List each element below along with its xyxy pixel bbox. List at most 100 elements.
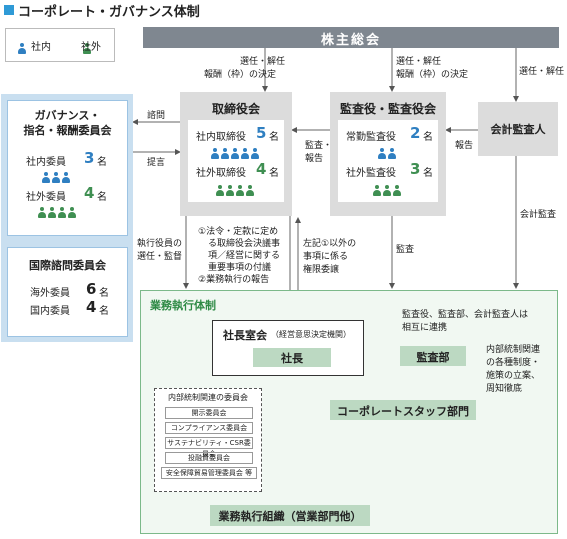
auditor-fulltime-unit: 名: [423, 132, 433, 143]
internal-person-icon: [18, 43, 26, 54]
person-icon: [241, 148, 249, 159]
coop-note-2: 相互に連携: [402, 323, 448, 333]
president-office: 社長室会 （経営意思決定機関） 社長: [212, 320, 364, 376]
board-internal-unit: 名: [269, 132, 279, 143]
legend-external-label: 社外: [81, 42, 101, 53]
person-icon: [373, 185, 381, 196]
delegate-label-2: 事項に係る: [303, 252, 349, 262]
person-icon: [38, 207, 46, 218]
elect-label-1a: 選任・解任: [240, 57, 286, 67]
internal-control-note-3: 施策の立案、: [486, 371, 541, 381]
gov-internal-unit: 名: [97, 157, 107, 168]
propose-label: 提言: [147, 158, 166, 168]
elect-label-1b: 報酬（枠）の決定: [204, 70, 277, 80]
person-icon: [52, 172, 60, 183]
auditor-fulltime-num: 2: [410, 124, 421, 142]
internal-control-committees: 内部統制関連の委員会 開示委員会 コンプライアンス委員会 サステナビリティ・CS…: [154, 388, 262, 492]
shareholders-label: 株主総会: [320, 33, 381, 48]
person-icon: [383, 185, 391, 196]
gov-external-num: 4: [84, 184, 95, 202]
board-members: 社内取締役 5 名 社外取締役 4 名: [188, 120, 284, 202]
legend-internal-label: 社内: [31, 42, 51, 53]
corporate-staff: コーポレートスタッフ部門: [330, 400, 476, 420]
elect-label-3: 選任・解任: [519, 67, 565, 77]
elect-label-2a: 選任・解任: [396, 57, 442, 67]
accounting-auditor: 会計監査人: [478, 102, 558, 156]
audit-board-title: 監査役・監査役会: [339, 102, 436, 116]
committee-disclosure: 開示委員会: [165, 407, 253, 419]
page-title: コーポレート・ガバナンス体制: [18, 5, 200, 20]
intl-overseas-num: 6: [86, 280, 97, 298]
committee-sustainability: サステナビリティ・CSR委員会: [165, 437, 253, 458]
governance-committee: ガバナンス・ 指名・報酬委員会 社内委員 3 名 社外委員 4 名: [7, 100, 128, 236]
person-icon: [378, 148, 386, 159]
intl-overseas-label: 海外委員: [30, 288, 70, 299]
accounting-auditor-label: 会計監査人: [490, 123, 546, 136]
person-icon: [68, 207, 76, 218]
business-organization-label: 業務執行組織（営業部門他）: [218, 510, 362, 523]
auditor-external-unit: 名: [423, 168, 433, 179]
report-label: 報告: [455, 141, 474, 151]
intl-domestic-unit: 名: [99, 306, 109, 317]
board-item-3: 項／経営に関する: [208, 251, 281, 261]
president-office-title: 社長室会: [223, 329, 267, 342]
internal-control-note-1: 内部統制関連: [486, 345, 541, 355]
board-title: 取締役会: [211, 102, 260, 116]
audit-department-label: 監査部: [416, 351, 450, 364]
gov-internal-num: 3: [84, 149, 95, 167]
governance-title-1: ガバナンス・: [34, 109, 101, 122]
president: 社長: [253, 348, 331, 367]
gov-internal-icons: [42, 168, 72, 187]
person-icon: [221, 148, 229, 159]
person-icon: [231, 148, 239, 159]
president-label: 社長: [281, 352, 303, 365]
internal-control-note-4: 周知徹底: [486, 384, 523, 394]
person-icon: [388, 148, 396, 159]
board-internal-icons: [211, 144, 261, 163]
governance-title-2: 指名・報酬委員会: [23, 124, 112, 137]
audit-report-label-1: 監査・: [305, 141, 333, 151]
accounting-audit-label: 会計監査: [520, 210, 557, 220]
person-icon: [216, 185, 224, 196]
delegate-label-3: 権限委譲: [303, 265, 340, 275]
president-office-sub: （経営意思決定機関）: [271, 330, 351, 339]
board-item-5: ②業務執行の報告: [198, 275, 270, 285]
audit-department: 監査部: [400, 346, 466, 366]
audit-report-label-2: 報告: [305, 154, 324, 164]
intl-committee: 国際諮問委員会 海外委員 6 名 国内委員 4 名: [7, 247, 128, 337]
committee-investment: 投融資委員会: [165, 452, 253, 464]
gov-external-icons: [38, 203, 78, 222]
exec-officer-label-1: 執行役員の: [137, 239, 183, 249]
gov-external-label: 社外委員: [26, 192, 66, 203]
consult-label: 諮問: [147, 111, 166, 121]
auditor-fulltime-icons: [378, 144, 398, 163]
execution-title: 業務執行体制: [150, 299, 216, 312]
board-internal-label: 社内取締役: [196, 132, 246, 143]
board-external-num: 4: [256, 160, 267, 178]
person-icon: [58, 207, 66, 218]
audit-board: 監査役・監査役会 常勤監査役 2 名 社外監査役 3 名: [330, 92, 446, 216]
elect-label-2b: 報酬（枠）の決定: [396, 70, 469, 80]
audit-label: 監査: [396, 245, 415, 255]
delegate-label-1: 左記①以外の: [303, 239, 357, 249]
person-icon: [211, 148, 219, 159]
board-external-unit: 名: [269, 168, 279, 179]
person-icon: [236, 185, 244, 196]
auditor-external-icons: [373, 181, 403, 200]
exec-officer-label-2: 選任・監督: [137, 252, 183, 262]
board-internal-num: 5: [256, 124, 267, 142]
person-icon: [393, 185, 401, 196]
person-icon: [246, 185, 254, 196]
board-item-2: る取締役会決議事: [208, 239, 281, 249]
intl-title: 国際諮問委員会: [29, 259, 106, 272]
person-icon: [226, 185, 234, 196]
person-icon: [42, 172, 50, 183]
title-marker: [4, 5, 14, 15]
intl-domestic-num: 4: [86, 298, 97, 316]
intl-overseas-unit: 名: [99, 288, 109, 299]
shareholders-meeting: 株主総会: [143, 27, 559, 48]
gov-internal-label: 社内委員: [26, 157, 66, 168]
intl-domestic-label: 国内委員: [30, 306, 70, 317]
committees-title: 内部統制関連の委員会: [168, 393, 248, 402]
legend: 社内 社外: [5, 28, 115, 62]
